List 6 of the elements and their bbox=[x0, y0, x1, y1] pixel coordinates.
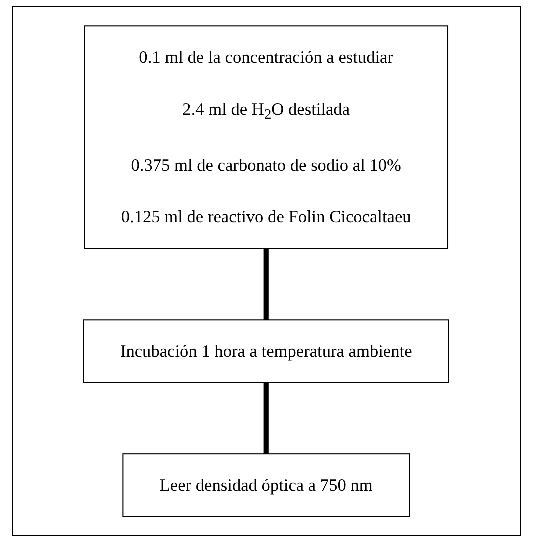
node-box bbox=[84, 25, 449, 249]
connector bbox=[264, 248, 270, 320]
page-frame: 0.1 ml de la concentración a estudiar 2.4 ml de H$_{2}$O destilada 0.375 ml de carbonato de sodio al 10% 0.125 ml de reactivo de Folin Cicocaltaeu Incubación 1 hora a temperatura ambiente Leer densidad óptica a 750 nm bbox=[12, 6, 521, 536]
node-box bbox=[122, 453, 410, 517]
connector bbox=[264, 382, 270, 454]
node-box bbox=[83, 319, 450, 383]
